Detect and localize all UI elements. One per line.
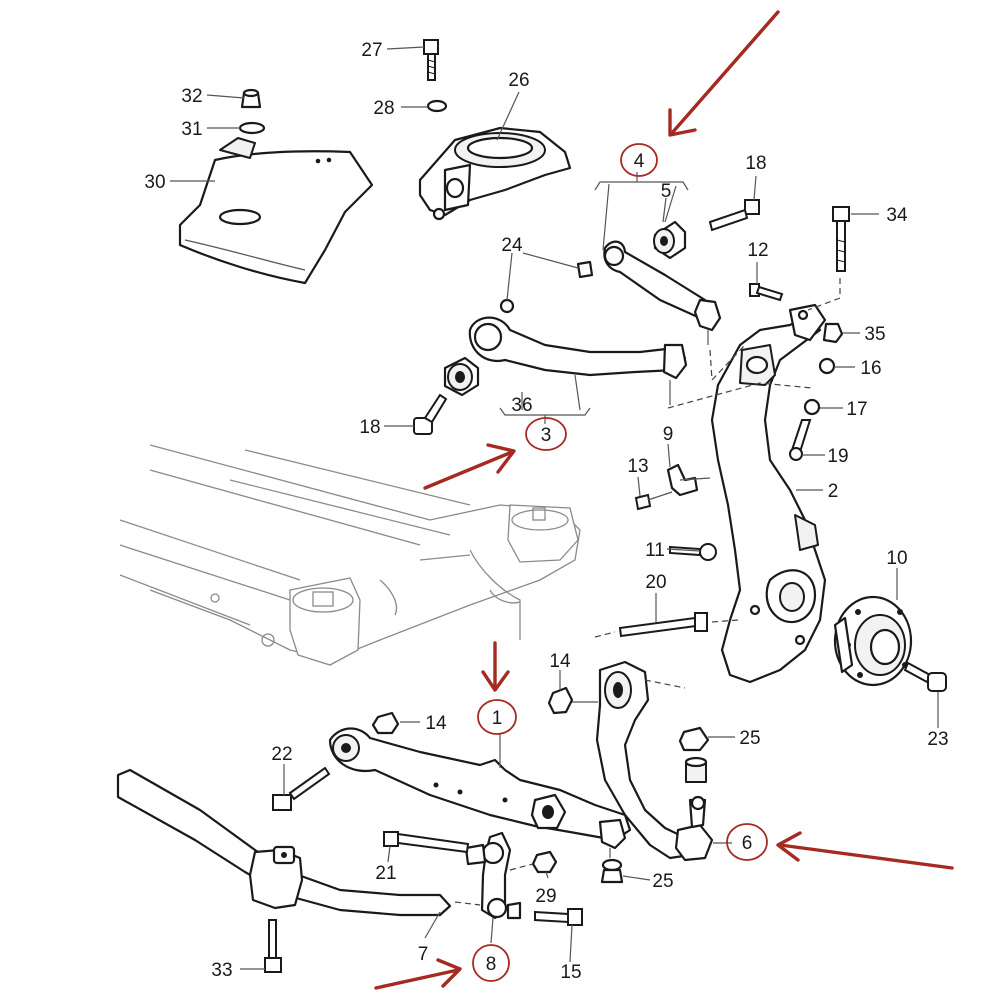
arrow-to-6 — [778, 843, 954, 870]
callout-22: 22 — [271, 744, 292, 765]
ring-6 — [726, 823, 768, 861]
callout-15: 15 — [560, 962, 581, 983]
upper-arm-4 — [603, 240, 722, 345]
bolt-22 — [272, 766, 331, 811]
callout-30: 30 — [144, 172, 165, 193]
callout-10: 10 — [886, 548, 907, 569]
bolt-18-lower — [413, 393, 448, 435]
bolt-27 — [423, 39, 439, 81]
nut-24-upper — [576, 260, 594, 279]
lower-arm-6 — [595, 660, 714, 862]
callout-25-lower: 25 — [652, 871, 673, 892]
ring-4 — [620, 143, 658, 177]
bush-36 — [443, 356, 480, 397]
arrow-to-3 — [423, 450, 514, 490]
callout-5: 5 — [661, 181, 672, 202]
washer-28 — [426, 99, 448, 113]
callout-labels: 1 2 3 4 5 6 7 8 9 10 11 12 13 14 14 15 1… — [144, 40, 948, 983]
ring-8 — [472, 944, 510, 982]
bolt-19 — [789, 419, 812, 461]
callout-11: 11 — [645, 540, 665, 561]
arrow-to-8 — [374, 968, 460, 990]
highlight-rings — [472, 143, 768, 982]
callout-3: 3 — [541, 425, 552, 446]
callout-16: 16 — [860, 358, 881, 379]
callout-18-upper: 18 — [745, 153, 766, 174]
callout-7: 7 — [418, 944, 429, 965]
bolt-13 — [634, 491, 673, 511]
lower-arm-1 — [328, 727, 632, 858]
wheel-hub — [833, 595, 913, 687]
nut-14-left — [371, 711, 400, 735]
bolt-23 — [903, 661, 947, 692]
stabilizer-bar — [116, 768, 452, 917]
callout-29: 29 — [535, 886, 556, 907]
nut-25-top — [678, 726, 710, 783]
callout-17: 17 — [846, 399, 867, 420]
callout-32: 32 — [181, 86, 202, 107]
nut-32 — [240, 88, 262, 109]
callout-19: 19 — [827, 446, 848, 467]
callout-8: 8 — [486, 954, 497, 975]
heat-shield — [178, 137, 374, 285]
washer-17 — [803, 398, 821, 416]
bracket-9 — [666, 463, 711, 497]
nut-35 — [822, 322, 844, 344]
callout-2: 2 — [828, 481, 839, 502]
callout-20: 20 — [645, 572, 666, 593]
ring-3 — [525, 417, 567, 451]
callout-21: 21 — [375, 863, 396, 884]
callout-12: 12 — [747, 240, 768, 261]
nut-25-bottom — [600, 858, 624, 884]
red-arrows — [374, 10, 954, 990]
callout-27: 27 — [361, 40, 382, 61]
arrow-to-4 — [670, 10, 780, 135]
stabilizer-link-8 — [464, 831, 522, 920]
callout-4: 4 — [634, 151, 645, 172]
knuckle — [710, 303, 827, 684]
callout-36: 36 — [511, 395, 532, 416]
bolt-15 — [534, 908, 583, 926]
bush-5 — [653, 220, 687, 260]
bolt-20 — [618, 612, 708, 638]
callout-33: 33 — [211, 960, 232, 981]
subframe — [119, 444, 581, 666]
strut-mount — [418, 126, 572, 221]
callout-13: 13 — [627, 456, 648, 477]
callout-1: 1 — [492, 708, 503, 729]
callout-9: 9 — [663, 424, 674, 445]
callout-31: 31 — [181, 119, 202, 140]
callout-28: 28 — [373, 98, 394, 119]
bolt-34 — [832, 206, 850, 272]
nut-24-lower — [499, 298, 515, 314]
nut-14-right — [547, 686, 598, 715]
bolt-12 — [749, 283, 784, 302]
callout-18-lower: 18 — [359, 417, 380, 438]
callout-14-upper: 14 — [425, 713, 447, 734]
callout-26: 26 — [508, 70, 529, 91]
leader-lines — [170, 46, 939, 970]
upper-arm-3 — [468, 316, 688, 405]
callout-14-lower: 14 — [549, 651, 571, 672]
washer-31 — [238, 121, 266, 135]
bolt-33 — [264, 919, 282, 973]
callout-6: 6 — [742, 833, 753, 854]
bolt-21 — [383, 831, 470, 854]
callout-24: 24 — [501, 235, 523, 256]
ring-1 — [477, 699, 517, 735]
callout-23: 23 — [927, 729, 948, 750]
bolt-11 — [669, 543, 717, 561]
callout-35: 35 — [864, 324, 885, 345]
nut-29 — [531, 850, 558, 874]
callout-34: 34 — [886, 205, 908, 226]
callout-25-upper: 25 — [739, 728, 760, 749]
nut-16 — [818, 357, 836, 375]
bolt-18-upper — [708, 199, 760, 232]
